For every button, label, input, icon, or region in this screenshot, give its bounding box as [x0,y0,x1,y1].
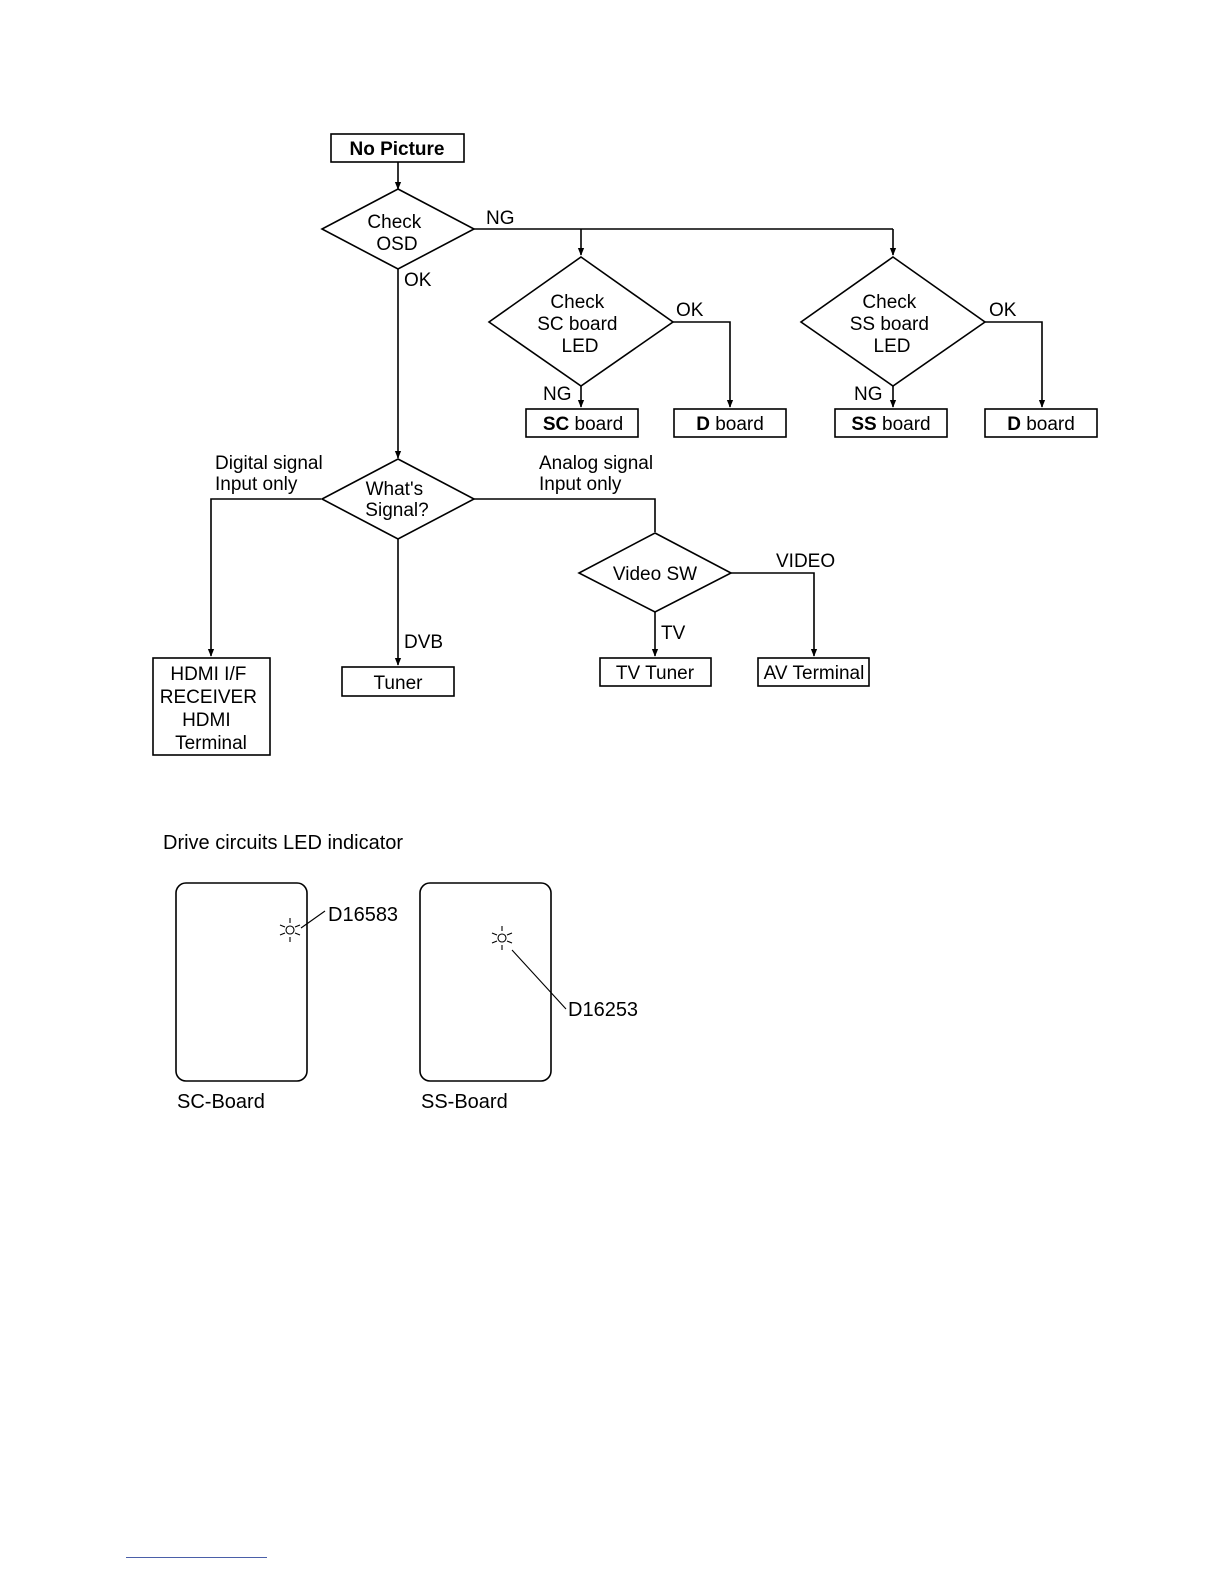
ss-led-icon [491,926,513,950]
sc-led-icon [279,918,301,942]
label-digital: Digital signal Input only [215,453,328,495]
ss-board-caption: SS-Board [421,1091,508,1113]
check-sc-line3: LED [562,336,599,357]
arrow-ss-ok [985,321,1046,408]
hdmi-line3: HDMI [182,710,231,731]
tv-tuner-node: TV Tuner [599,657,712,687]
check-ss-line1: Check [862,292,916,313]
tuner-node: Tuner [341,666,455,697]
sc-board-node: SC board [525,408,639,438]
connectors [207,162,1046,666]
svg-text:Check SC board LED: Check SC board LED [537,292,623,357]
ss-led-leader [511,949,567,1010]
hdmi-node: HDMI I/F RECEIVER HDMI Terminal [152,657,271,756]
svg-text:SC board: SC board [543,414,623,435]
led-indicator-section: Drive circuits LED indicator D16583 D162… [163,832,638,1113]
start-node: No Picture [330,133,465,163]
sc-led-leader [300,910,326,929]
svg-text:Check SS board LED: Check SS board LED [850,292,935,357]
label-ok-osd: OK [404,270,432,291]
led-section-title: Drive circuits LED indicator [163,832,403,854]
ss-board-bold: SS [851,414,876,435]
arrow-sc-ok [673,321,734,408]
ss-board-node: SS board [834,408,948,438]
svg-text:D board: D board [696,414,764,435]
av-terminal-label: AV Terminal [764,663,865,684]
sc-board-rest: board [569,414,623,435]
label-video: VIDEO [776,551,835,572]
start-label: No Picture [349,139,444,160]
svg-text:Check OSD: Check OSD [367,212,426,255]
whats-signal-node: What's Signal? [320,458,476,540]
check-osd-line1: Check [367,212,421,233]
svg-text:HDMI I/F RECEIVER: HDMI I/F RECEIVER HDMI Terminal [160,664,262,754]
ss-led-label: D16253 [568,999,638,1021]
arrow-video [731,572,818,657]
footer-divider [126,1557,267,1558]
video-sw-node: Video SW [577,532,733,613]
hdmi-line4: Terminal [175,733,247,754]
label-ng-osd: NG [486,208,515,229]
check-osd-node: Check OSD [320,188,476,270]
line-analog [474,498,656,532]
sc-led-label: D16583 [328,904,398,926]
svg-text:SS board: SS board [851,414,930,435]
d-board-2-bold: D [1007,414,1021,435]
label-ng-sc: NG [543,384,572,405]
whats-signal-line2: Signal? [365,500,428,521]
ss-board-outline [419,882,552,1082]
d-board-1-rest: board [710,414,764,435]
check-osd-line2: OSD [376,234,417,255]
check-ss-line2: SS board [850,314,929,335]
check-sc-node: Check SC board LED [487,256,675,387]
check-sc-line2: SC board [537,314,617,335]
arrow-digital [207,498,321,657]
hdmi-line1: HDMI I/F [170,664,246,685]
whats-signal-line1: What's [366,479,423,500]
d-board-1-node: D board [673,408,787,438]
svg-text:What's Signal?: What's Signal? [365,479,428,521]
label-ok-ss: OK [989,300,1017,321]
check-sc-line1: Check [550,292,604,313]
check-ss-node: Check SS board LED [799,256,987,387]
sc-board-outline [175,882,308,1082]
d-board-2-rest: board [1021,414,1075,435]
branch-labels: NG OK OK NG OK NG Digital signal Input o… [215,208,1017,653]
sc-board-caption: SC-Board [177,1091,265,1113]
av-terminal-node: AV Terminal [757,657,870,687]
sc-board-bold: SC [543,414,570,435]
label-ng-ss: NG [854,384,883,405]
ss-board-rest: board [877,414,931,435]
label-dvb: DVB [404,632,443,653]
tuner-label: Tuner [374,673,424,694]
check-ss-line3: LED [874,336,911,357]
svg-text:D board: D board [1007,414,1075,435]
video-sw-label: Video SW [613,564,697,585]
d-board-2-node: D board [984,408,1098,438]
label-tv: TV [661,623,686,644]
label-ok-sc: OK [676,300,704,321]
d-board-1-bold: D [696,414,710,435]
label-analog: Analog signal Input only [539,453,658,495]
hdmi-line2: RECEIVER [160,687,257,708]
tv-tuner-label: TV Tuner [616,663,695,684]
